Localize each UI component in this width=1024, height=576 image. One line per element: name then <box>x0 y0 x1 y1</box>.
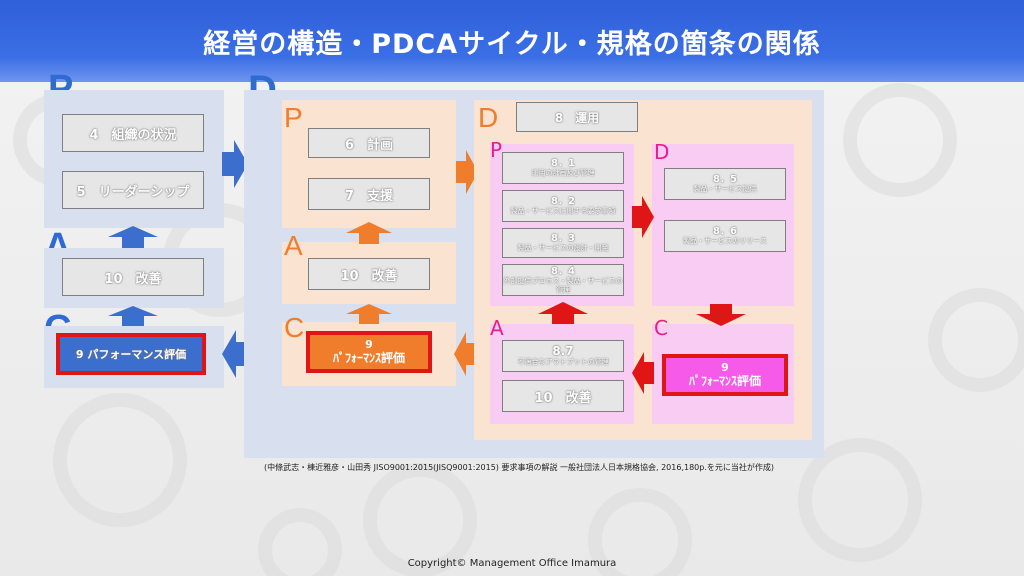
middle-up-arrow-1 <box>346 222 392 244</box>
page-title: 経営の構造・PDCAサイクル・規格の箇条の関係 <box>203 29 821 60</box>
right-d-item-2: 8．6 製品・サービスのリリース <box>664 220 786 252</box>
middle-p-item-2: 7 支援 <box>308 178 430 210</box>
right-p-item-3: 8．3 製品・サービスの設計・開発 <box>502 228 624 258</box>
middle-p-letter: P <box>284 102 303 133</box>
middle-c-text: ﾊﾟﾌｫｰﾏﾝｽ評価 <box>332 351 405 365</box>
source-caption: (中條武志・棟近雅彦・山田秀 JISO9001:2015(JISQ9001:20… <box>264 463 775 472</box>
right-p-item-2-text: 製品・サービスに関する要求事項 <box>510 207 616 215</box>
right-a-item-1: 8.7 不適合なアウトプットの管理 <box>502 340 624 372</box>
right-a-item-1-text: 不適合なアウトプットの管理 <box>517 358 609 366</box>
right-d-item-1-num: 8．5 <box>713 174 737 185</box>
right-p-item-4-text: 外部提供プロセス・製品・サービスの管理 <box>503 276 623 294</box>
right-p-item-4-num: 8．4 <box>551 265 575 277</box>
arrow-right-p-to-d <box>632 196 654 238</box>
right-a-item-2: 10 改善 <box>502 380 624 412</box>
left-c-item: 9 パフォーマンス評価 <box>56 333 206 375</box>
right-p-item-1-num: 8．1 <box>551 158 575 169</box>
right-p-item-2: 8．2 製品・サービスに関する要求事項 <box>502 190 624 222</box>
middle-up-arrow-2 <box>346 304 392 324</box>
middle-c-item: 9 ﾊﾟﾌｫｰﾏﾝｽ評価 <box>306 331 432 373</box>
arrow-middle-to-left <box>222 330 248 378</box>
right-c-num: 9 <box>721 361 729 374</box>
middle-c-num: 9 <box>365 338 373 351</box>
middle-a-letter: A <box>284 230 303 261</box>
right-a-letter: A <box>490 316 504 340</box>
arrow-right-d-to-c <box>696 304 746 326</box>
middle-a-item: 10 改善 <box>308 258 430 290</box>
right-p-letter: P <box>490 138 503 162</box>
left-p-item-2: 5 リーダーシップ <box>62 171 204 209</box>
middle-p-item-1: 6 計画 <box>308 128 430 158</box>
copyright-text: Copyright© Management Office Imamura <box>407 558 617 569</box>
middle-c-letter: C <box>284 312 305 343</box>
title-bar <box>0 0 1024 82</box>
right-p-item-1: 8．1 運用の計画及び管理 <box>502 152 624 184</box>
right-p-item-3-num: 8．3 <box>551 233 575 244</box>
right-d-item-2-num: 8．6 <box>713 226 737 237</box>
left-up-arrow-1 <box>108 226 158 248</box>
arrow-right-a-to-p <box>538 302 588 324</box>
right-d-item-2-text: 製品・サービスのリリース <box>683 237 767 245</box>
left-p-item-1: 4 組織の状況 <box>62 114 204 152</box>
right-c-text: ﾊﾟﾌｫｰﾏﾝｽ評価 <box>688 374 761 388</box>
arrow-left-to-middle <box>222 140 248 188</box>
right-a-item-1-num: 8.7 <box>552 344 574 358</box>
arrow-middle-to-right <box>456 150 478 194</box>
right-d-item-1: 8．5 製品・サービス提供 <box>664 168 786 200</box>
arrow-right-to-middle <box>454 332 476 376</box>
right-c-item: 9 ﾊﾟﾌｫｰﾏﾝｽ評価 <box>662 354 788 396</box>
left-up-arrow-2 <box>108 306 158 326</box>
right-header: 8 運用 <box>516 102 638 132</box>
right-p-item-4: 8．4 外部提供プロセス・製品・サービスの管理 <box>502 264 624 296</box>
left-a-item: 10 改善 <box>62 258 204 296</box>
right-p-item-3-text: 製品・サービスの設計・開発 <box>517 244 609 252</box>
right-c-letter: C <box>654 316 668 340</box>
right-p-item-2-num: 8．2 <box>551 196 575 207</box>
arrow-right-c-to-a <box>632 352 654 394</box>
right-d-item-1-text: 製品・サービス提供 <box>693 185 757 193</box>
right-d-letter: D <box>478 102 499 133</box>
right-d2-letter: D <box>654 140 670 164</box>
right-p-item-1-text: 運用の計画及び管理 <box>531 169 595 177</box>
